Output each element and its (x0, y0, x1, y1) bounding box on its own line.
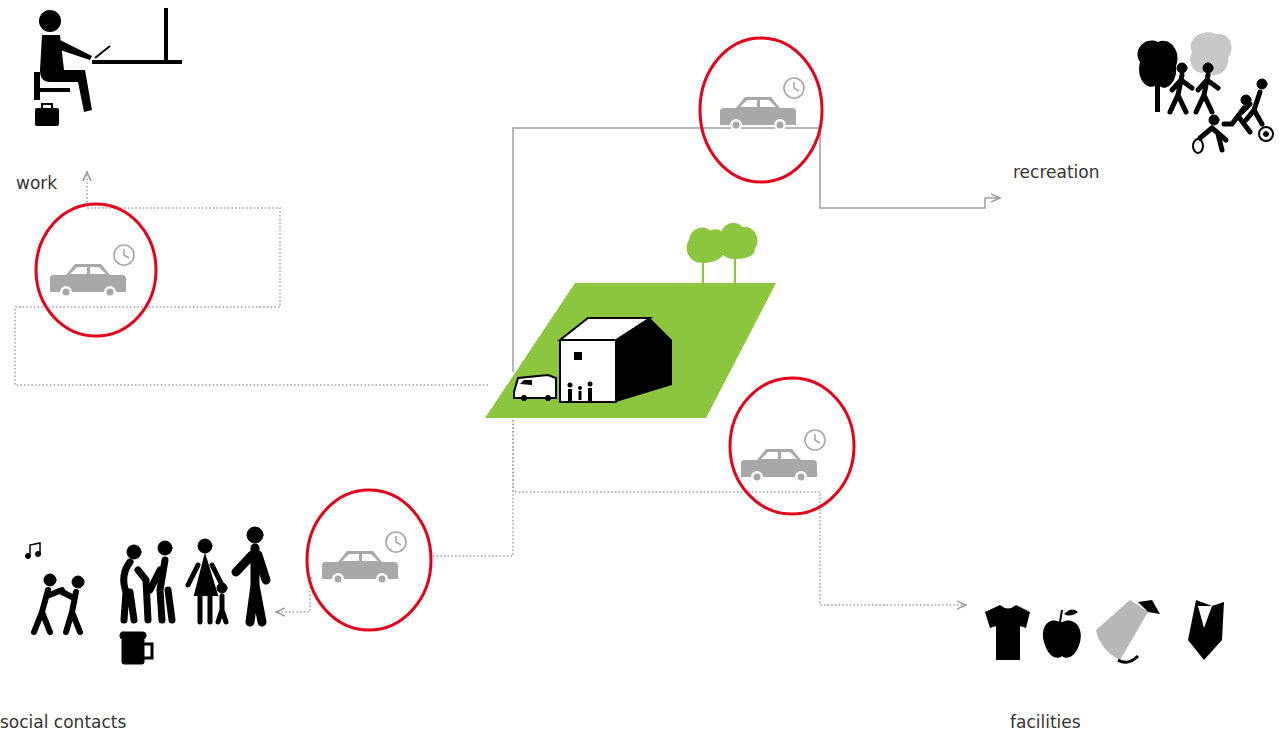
route-recreation (513, 128, 1000, 372)
work-icon-part (95, 46, 110, 58)
facilities-icon-part (1138, 600, 1160, 614)
work-icon-part (34, 72, 40, 100)
van-part (521, 395, 527, 401)
facilities-icon-part (1060, 610, 1062, 622)
social-contacts-icon (26, 527, 267, 664)
facilities-icon-part (1043, 620, 1081, 657)
work-icon-part (164, 8, 168, 62)
recreation-icon-part-part (1209, 115, 1219, 125)
car-icon (741, 430, 825, 483)
recreation-icon-part (1138, 41, 1178, 112)
car-icon (50, 245, 134, 298)
social-contacts-icon-part (198, 539, 212, 553)
social-contacts-icon-part (218, 596, 226, 622)
work-icon (34, 8, 182, 126)
work-icon-part (34, 88, 70, 92)
facilities-icon-part (985, 605, 1030, 660)
work-icon-part (39, 10, 61, 32)
recreation-icon (1138, 32, 1273, 153)
recreation-icon-part-part (1196, 75, 1218, 112)
recreation-icon-part-part (1177, 63, 1187, 73)
family-figures-part (568, 389, 572, 401)
facilities-icon (985, 600, 1224, 662)
social-contacts-icon-part (158, 541, 172, 555)
van-part (514, 375, 556, 398)
social-contacts-icon-part (144, 644, 152, 658)
family-figures-part (578, 386, 582, 390)
facilities-icon-part (1064, 609, 1078, 615)
route-facilities (513, 420, 966, 605)
van-part (520, 380, 532, 385)
destination-label: facilities (1010, 712, 1081, 732)
recreation-icon-part-part (1170, 75, 1192, 112)
recreation-icon-part-part (1264, 132, 1269, 137)
facilities-icon-part (1188, 600, 1224, 660)
recreation-icon-part-part (1257, 79, 1267, 89)
social-contacts-icon-part (34, 590, 62, 632)
social-contacts-icon-part (247, 527, 263, 543)
house-front (560, 340, 616, 402)
social-contacts-icon-part (127, 545, 141, 559)
car-icon (720, 78, 804, 131)
social-contacts-icon-part (124, 562, 148, 620)
family-figures-part (568, 383, 573, 388)
highlight-circle (700, 38, 822, 182)
work-icon-part (42, 104, 52, 109)
trees (688, 224, 757, 288)
trees-part (719, 224, 756, 288)
destination-label: recreation (1013, 162, 1099, 182)
highlight-circle (307, 490, 431, 630)
green-lot (485, 283, 776, 418)
destination-label: work (16, 173, 57, 193)
facilities-icon-part (1118, 656, 1138, 662)
house-illustration (485, 224, 776, 418)
family-figures-part (588, 388, 592, 401)
recreation-icon-part-part (1259, 127, 1273, 141)
highlight-circle (730, 378, 854, 514)
work-icon-part (40, 35, 92, 112)
work-icon-part (60, 40, 92, 60)
recreation-icon-part-part (1203, 63, 1213, 73)
social-contacts-icon-part (188, 565, 222, 622)
family-figures (568, 382, 593, 402)
recreation-icon-part-part (1193, 139, 1203, 153)
family-figures-part (579, 391, 582, 400)
social-contacts-icon-part (72, 576, 84, 588)
social-contacts-icon-part (217, 583, 227, 593)
social-contacts-icon-part (195, 556, 217, 595)
house-side (616, 318, 672, 402)
social-contacts-icon-part (150, 560, 172, 620)
social-contacts-icon-part (120, 632, 146, 639)
car-clock-icons (50, 78, 825, 585)
highlight-circle (36, 204, 156, 336)
family-figures-part (588, 382, 593, 387)
facilities-icon-part (1096, 600, 1148, 660)
recreation-icon-part-part (1246, 92, 1262, 124)
route-work (15, 172, 488, 385)
social-contacts-icon-part (36, 552, 41, 557)
work-icon-part (35, 108, 59, 126)
house-window (628, 322, 634, 328)
facilities-icon-part (1198, 606, 1212, 628)
social-contacts-icon-part (236, 548, 266, 622)
social-contacts-icon-part (26, 554, 31, 559)
recreation-icon-part (1170, 63, 1273, 153)
work-icon-part (92, 60, 182, 64)
recreation-icon-part (1190, 32, 1231, 75)
highlight-circles (36, 38, 854, 630)
social-contacts-icon-part (62, 592, 80, 632)
route-lines (15, 128, 1000, 612)
destination-label: social contacts (0, 712, 126, 732)
car-icon (322, 532, 406, 585)
house-window (574, 352, 582, 360)
van (514, 375, 556, 401)
social-contacts-icon-part (122, 638, 144, 664)
van-part (545, 395, 551, 401)
social-contacts-icon-part (44, 574, 56, 586)
